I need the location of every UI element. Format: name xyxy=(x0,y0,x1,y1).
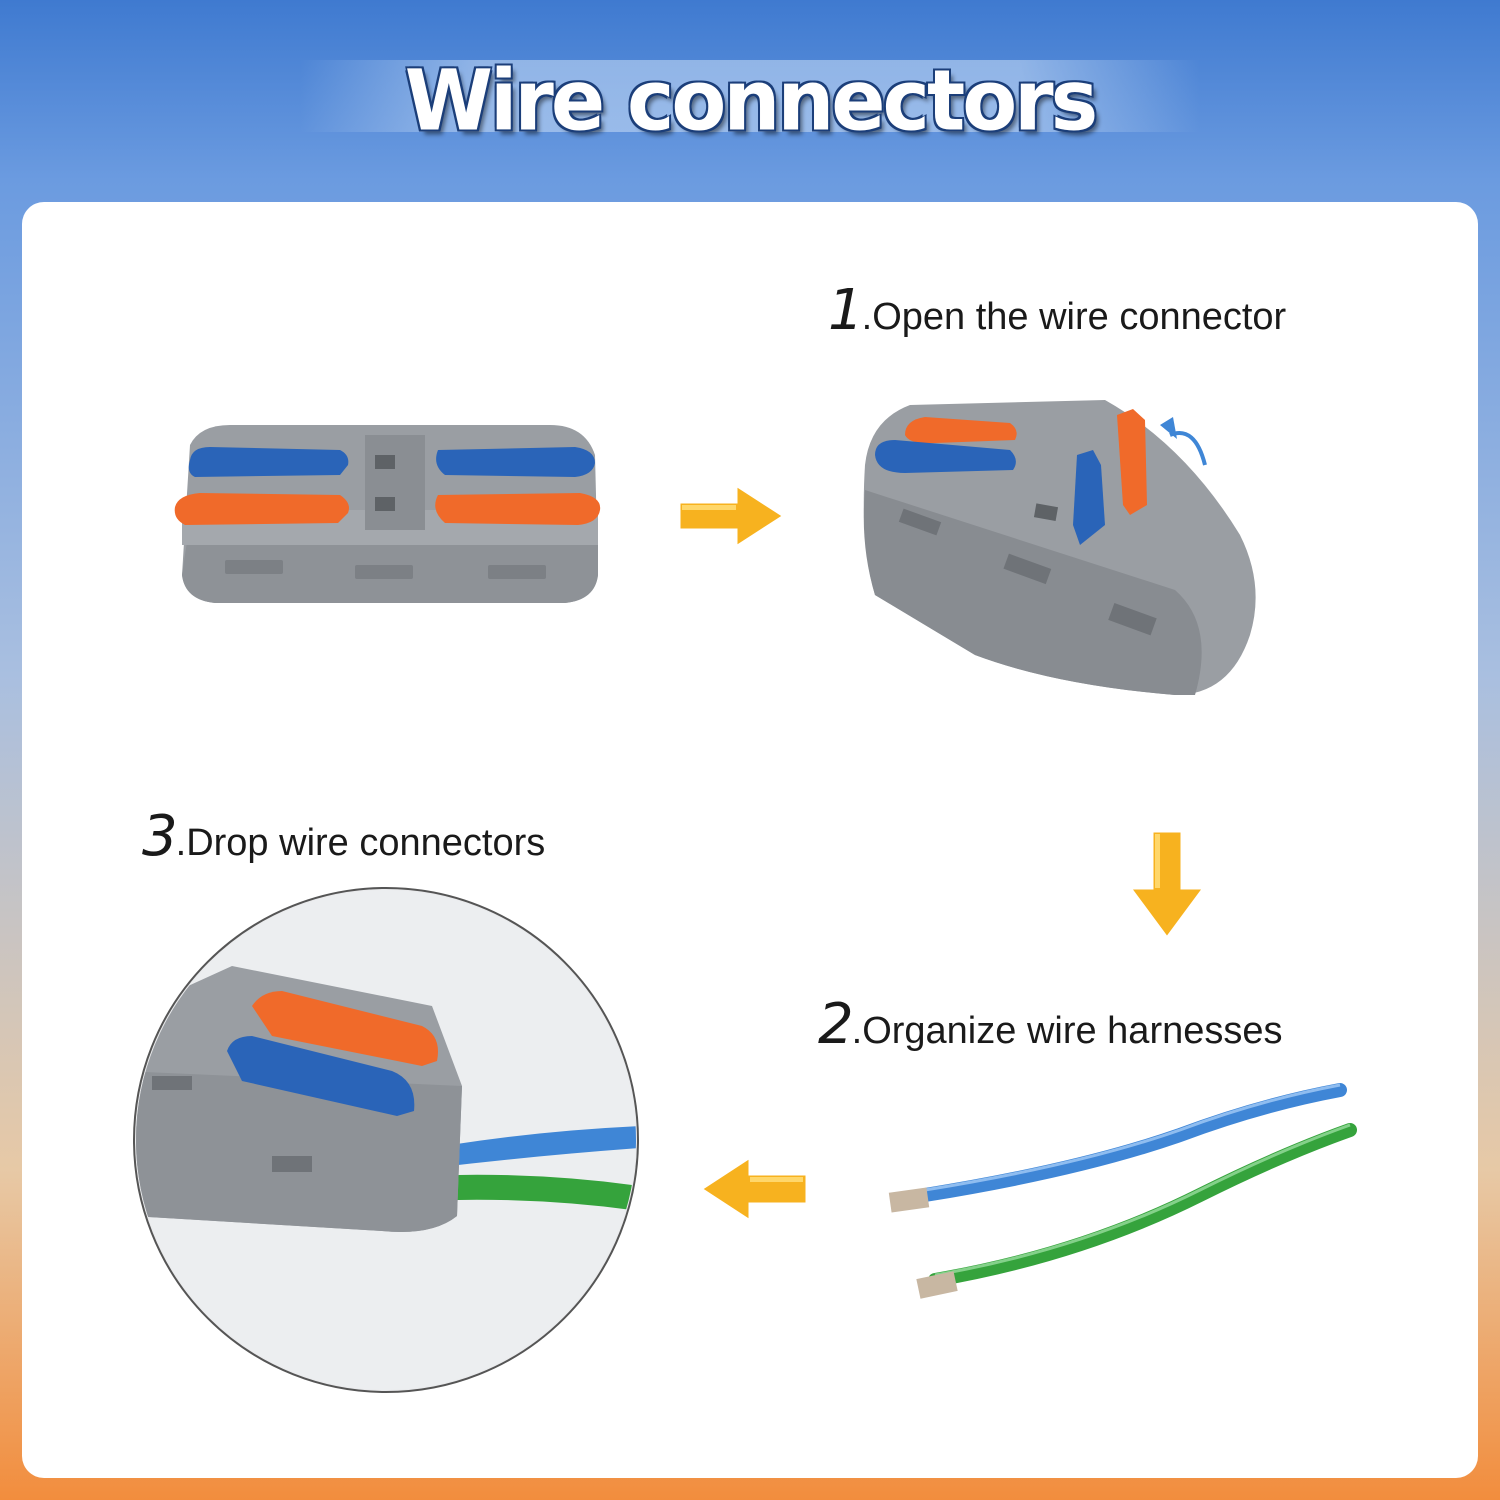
arrow-down-icon xyxy=(1127,829,1207,941)
curved-arrow-icon xyxy=(1160,417,1177,439)
step-1-number: 1 xyxy=(828,278,864,343)
step-1-label: 1.Open the wire connector xyxy=(828,278,1286,343)
step-1-text: .Open the wire connector xyxy=(861,296,1287,338)
wires-image xyxy=(888,1083,1357,1299)
step-3-label: 3.Drop wire connectors xyxy=(142,804,545,869)
step-3-text: .Drop wire connectors xyxy=(175,822,546,864)
step-2-label: 2.Organize wire harnesses xyxy=(818,992,1283,1057)
step-3-number: 3 xyxy=(142,804,178,869)
closed-connector-image xyxy=(174,425,601,603)
step-2-text: .Organize wire harnesses xyxy=(851,1010,1283,1052)
arrow-right-icon xyxy=(677,482,787,550)
open-connector-image xyxy=(863,400,1256,695)
connector-with-wires-image xyxy=(133,887,639,1393)
step-2-number: 2 xyxy=(818,992,854,1057)
page-title: Wire connectors xyxy=(404,51,1098,150)
title-band xyxy=(300,60,1200,132)
arrow-left-icon xyxy=(698,1154,809,1224)
